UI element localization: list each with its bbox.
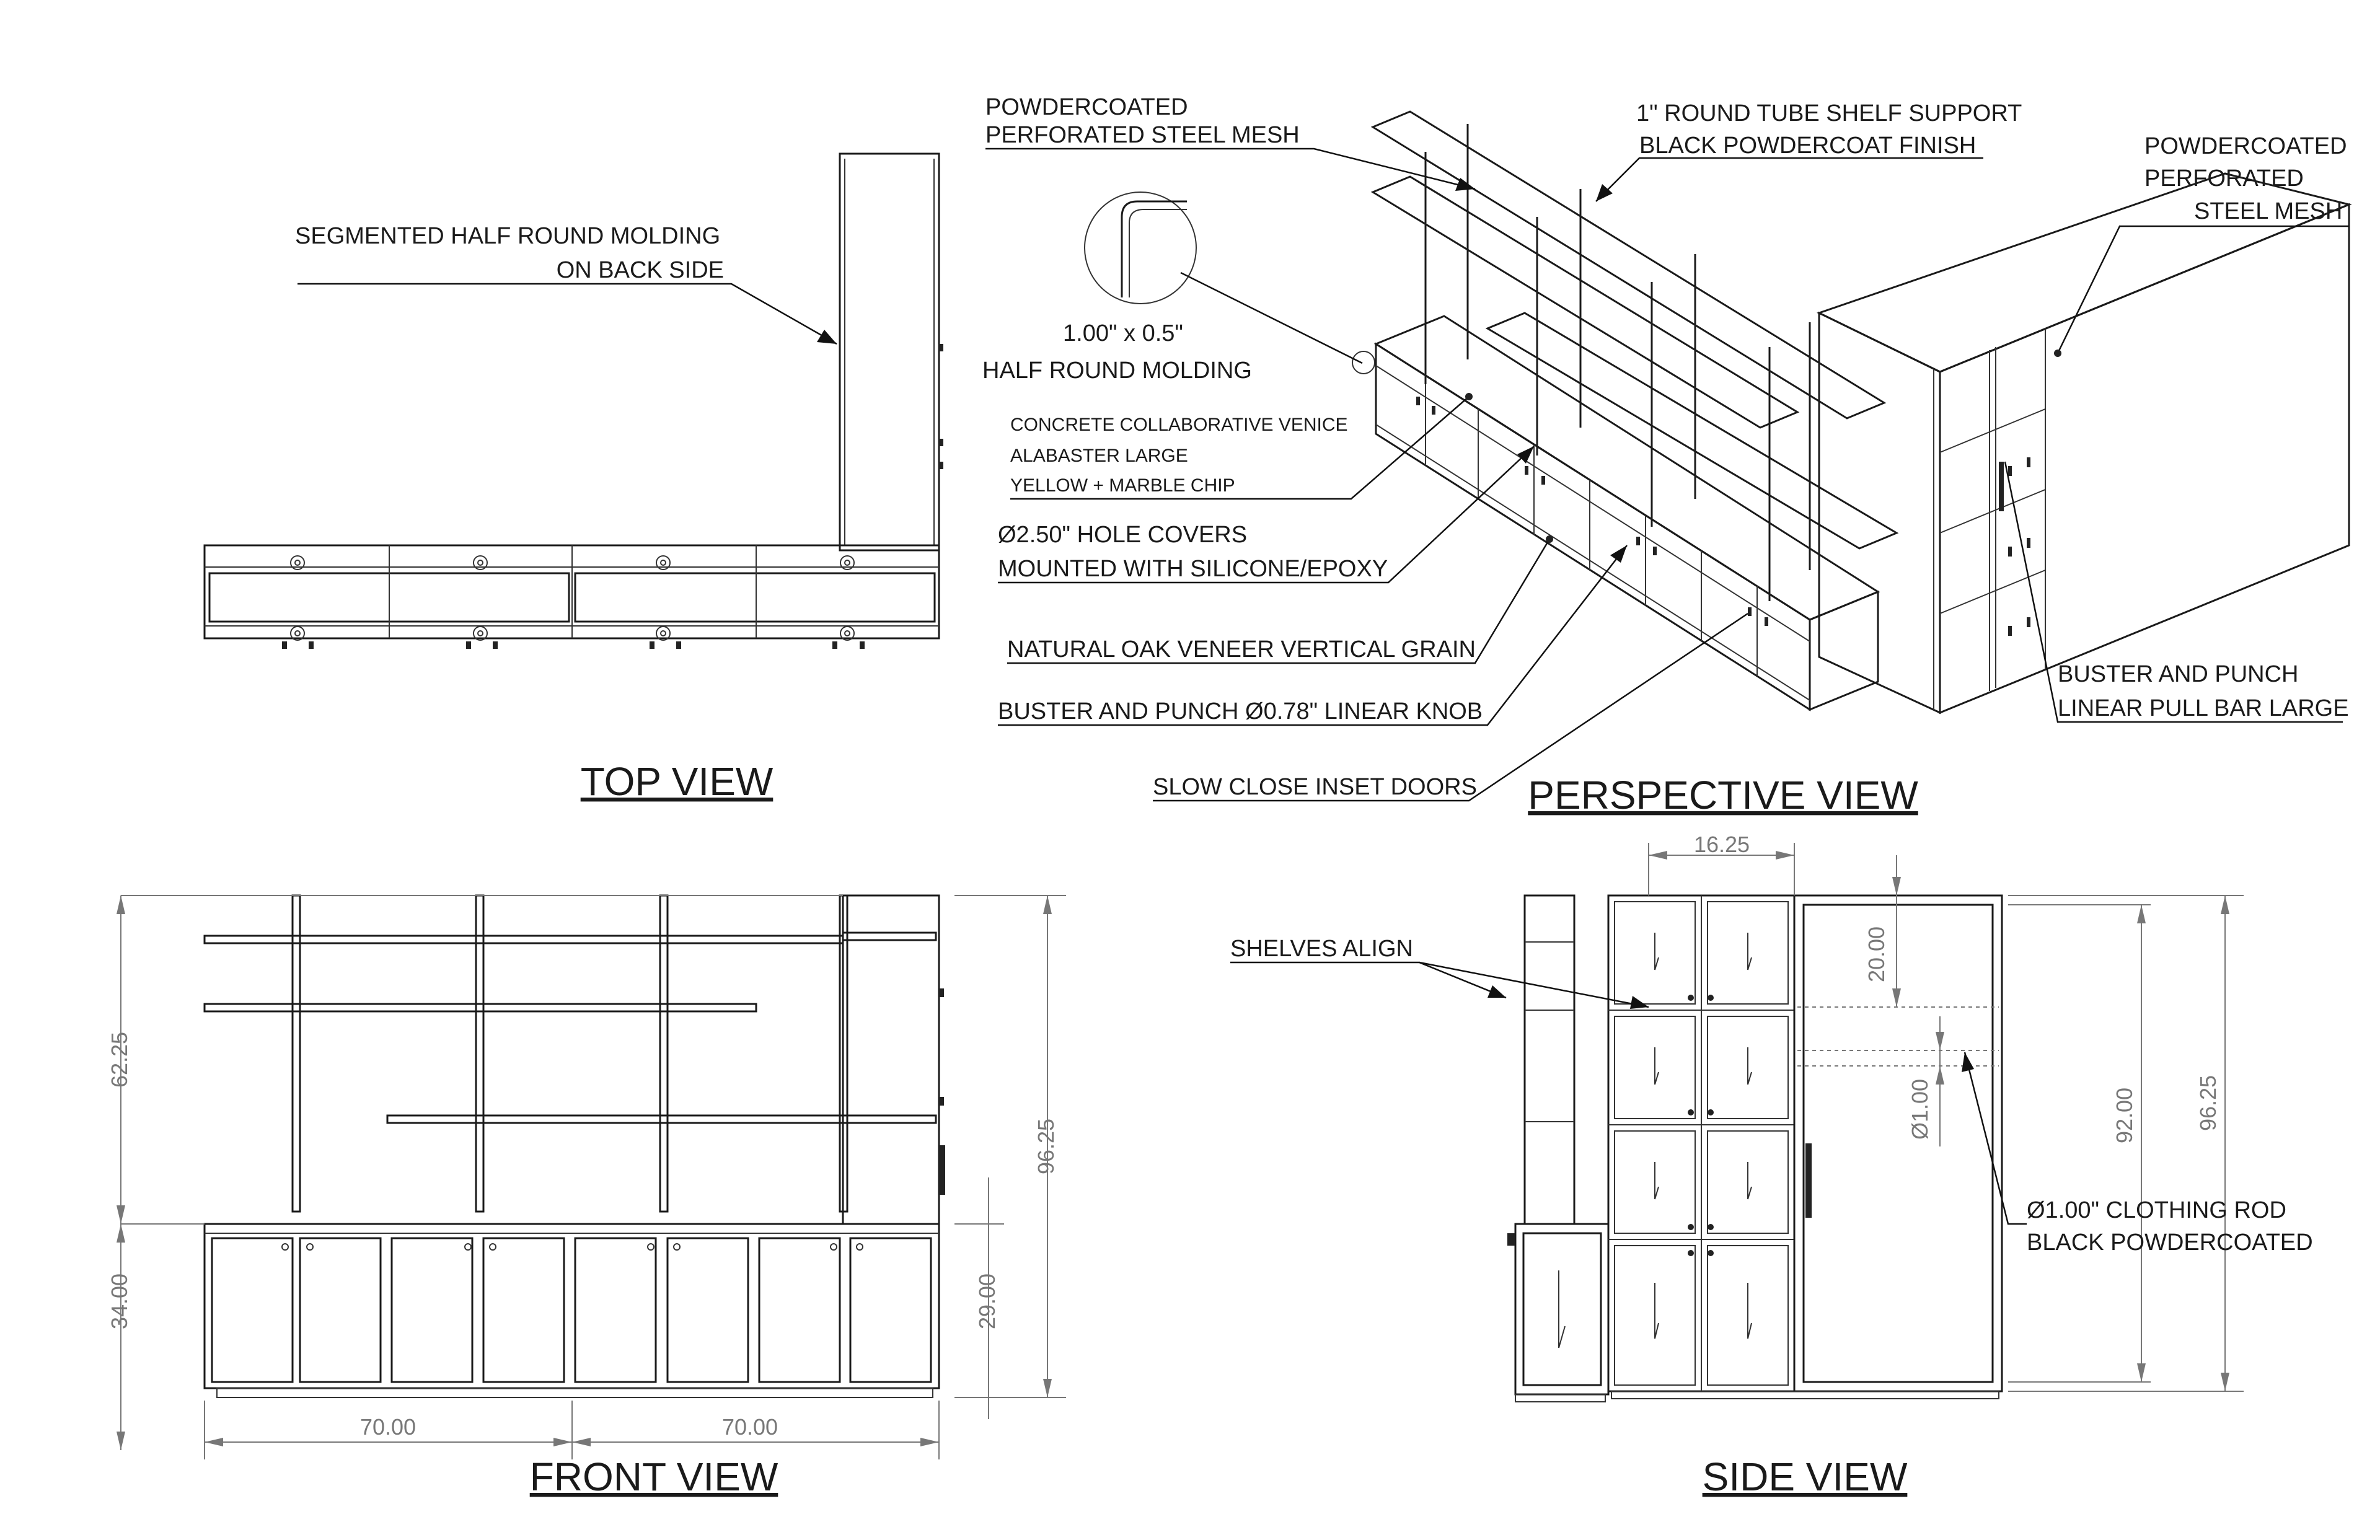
side-view-pull-bar — [1805, 1143, 1812, 1218]
callout-concrete-line2: ALABASTER LARGE — [1010, 446, 1188, 466]
callout-hole-covers-line2: MOUNTED WITH SILICONE/EPOXY — [998, 556, 1388, 582]
top-view-title: TOP VIEW — [581, 759, 774, 804]
top-view-knobs — [282, 641, 865, 649]
side-view: 16.25 20.00 Ø1.00 92.00 96.25 SHELVES AL… — [1230, 832, 2313, 1499]
side-view-dimensions — [1648, 843, 2244, 1392]
front-view-title: FRONT VIEW — [530, 1454, 778, 1499]
top-view-tall-cabinet — [839, 152, 940, 552]
dim-side-rod: Ø1.00 — [1907, 1079, 1933, 1140]
dim-front-lower: 34.00 — [107, 1274, 132, 1329]
callout-molding-back-line1: SEGMENTED HALF ROUND MOLDING — [295, 223, 720, 249]
detail-circle-half-round — [1084, 191, 1197, 304]
callout-half-round-line1: 1.00" x 0.5" — [1063, 320, 1183, 346]
front-door — [211, 1237, 294, 1383]
dim-front-width-left: 70.00 — [360, 1414, 416, 1440]
callout-tube-line1: 1" ROUND TUBE SHELF SUPPORT — [1636, 100, 2022, 126]
side-view-wardrobe — [1793, 894, 2003, 1393]
perspective-doors — [1416, 376, 1768, 676]
dim-side-inner: 92.00 — [2112, 1088, 2137, 1143]
perspective-shelves — [1370, 110, 1899, 550]
callout-pull-bar-line2: LINEAR PULL BAR LARGE — [2058, 695, 2349, 721]
callout-mesh-right-line3: STEEL MESH — [2194, 198, 2342, 224]
callout-pull-bar-line1: BUSTER AND PUNCH — [2058, 661, 2299, 687]
dim-front-width-right: 70.00 — [722, 1414, 778, 1440]
dim-front-total: 96.25 — [1033, 1119, 1059, 1174]
callout-mesh-right-line1: POWDERCOATED — [2144, 133, 2347, 159]
front-view-dimensions — [117, 895, 1066, 1459]
callout-inset-doors: SLOW CLOSE INSET DOORS — [1153, 774, 1477, 800]
perspective-tube-supports — [1424, 124, 1811, 601]
callout-concrete-line1: CONCRETE COLLABORATIVE VENICE — [1010, 415, 1348, 435]
front-view: 62.25 34.00 96.25 29.00 70.00 70.00 FRON… — [107, 894, 1066, 1499]
callout-concrete-line3: YELLOW + MARBLE CHIP — [1010, 475, 1235, 496]
callout-mesh-line2: PERFORATED STEEL MESH — [985, 122, 1300, 148]
side-view-title: SIDE VIEW — [1703, 1454, 1908, 1499]
callout-mesh-right-line2: PERFORATED — [2144, 165, 2304, 191]
perspective-base-top — [1373, 315, 1880, 621]
callout-shelves-align: SHELVES ALIGN — [1230, 936, 1413, 962]
perspective-pull-bar — [1999, 462, 2004, 511]
perspective-view-title: PERSPECTIVE VIEW — [1528, 773, 1918, 817]
perspective-wardrobe-front — [1939, 203, 2350, 715]
callout-tube-line2: BLACK POWDERCOAT FINISH — [1639, 133, 1976, 159]
perspective-view: POWDERCOATED PERFORATED STEEL MESH 1" RO… — [982, 94, 2352, 817]
dim-front-upper: 62.25 — [107, 1032, 132, 1088]
top-view: SEGMENTED HALF ROUND MOLDING ON BACK SID… — [203, 152, 943, 804]
callout-half-round-line2: HALF ROUND MOLDING — [982, 358, 1252, 384]
callout-rod-line1: Ø1.00" CLOTHING ROD — [2027, 1197, 2286, 1223]
front-view-shelves — [203, 931, 937, 1124]
top-view-hole-covers — [290, 555, 855, 641]
side-view-shelf-tower — [1523, 894, 1576, 1225]
front-view-knobs — [281, 1243, 863, 1251]
callout-linear-knob: BUSTER AND PUNCH Ø0.78" LINEAR KNOB — [998, 698, 1483, 724]
callout-hole-covers-line1: Ø2.50" HOLE COVERS — [998, 522, 1247, 548]
dim-side-total: 96.25 — [2195, 1075, 2221, 1131]
dim-side-depth: 16.25 — [1694, 832, 1750, 857]
side-view-locker-doors — [1614, 901, 1789, 1386]
dim-front-side: 29.00 — [974, 1274, 1000, 1329]
callout-molding-back-line2: ON BACK SIDE — [557, 257, 724, 283]
callout-mesh-line1: POWDERCOATED — [985, 94, 1188, 120]
front-view-tall-cabinet — [842, 894, 940, 1225]
callout-rod-line2: BLACK POWDERCOATED — [2027, 1230, 2313, 1256]
callout-oak-veneer: NATURAL OAK VENEER VERTICAL GRAIN — [1007, 636, 1476, 662]
front-view-base-cabinet — [203, 1223, 940, 1389]
dim-side-top: 20.00 — [1864, 926, 1889, 982]
